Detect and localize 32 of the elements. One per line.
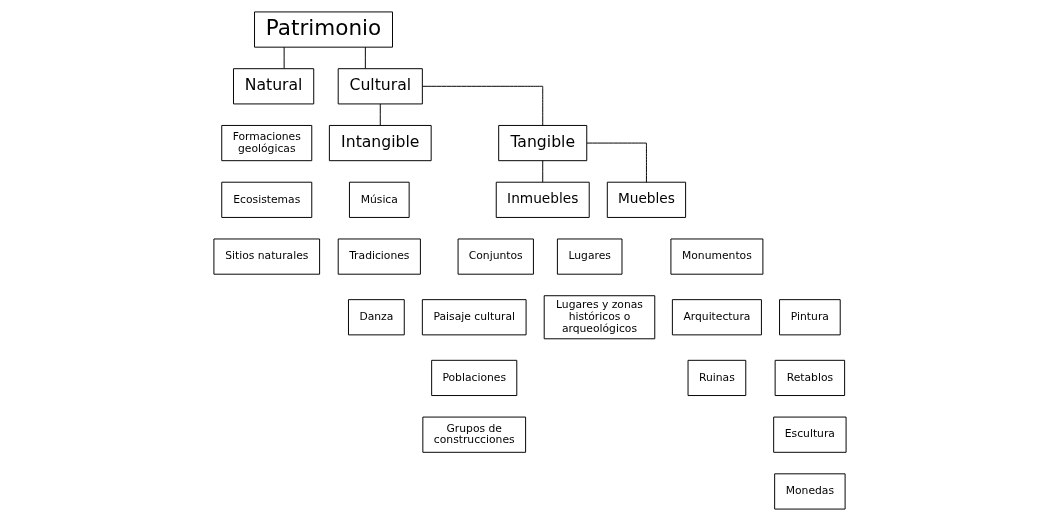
node-box: Tangible (497, 124, 587, 162)
node-box: Formaciones geológicas (220, 124, 312, 162)
node-box: Música (348, 181, 410, 218)
node-box: Lugares y zonas históricos o arqueológicos (543, 295, 655, 340)
node-box: Tradiciones (337, 238, 421, 275)
node-box: Pintura (778, 299, 841, 336)
node-box: Natural (232, 68, 314, 105)
node-box: Ecosistemas (220, 181, 312, 218)
node-box: Sitios naturales (212, 238, 320, 275)
node-box: Grupos de construcciones (421, 416, 526, 453)
node-box: Paisaje cultural (421, 299, 527, 336)
node-box: Inmuebles (495, 181, 590, 218)
node-box: Intangible (328, 124, 432, 162)
node-box: Muebles (606, 181, 686, 218)
node-box: Poblaciones (430, 359, 517, 397)
connector (364, 46, 366, 69)
node-box: Danza (347, 299, 405, 336)
node-box: Arquitectura (671, 299, 762, 336)
node-box: Patrimonio (253, 11, 393, 48)
node-box: Monedas (773, 473, 846, 510)
node-box: Ruinas (687, 359, 746, 397)
connector (283, 46, 285, 69)
node-box: Lugares (556, 238, 622, 275)
connector (379, 103, 381, 126)
node-box: Cultural (337, 68, 423, 105)
connector (586, 142, 647, 183)
connector (421, 85, 543, 126)
node-box: Monumentos (669, 238, 763, 275)
node-box: Conjuntos (457, 238, 534, 275)
connector (541, 160, 543, 183)
node-box: Escultura (772, 416, 847, 453)
node-box: Retablos (774, 359, 845, 397)
